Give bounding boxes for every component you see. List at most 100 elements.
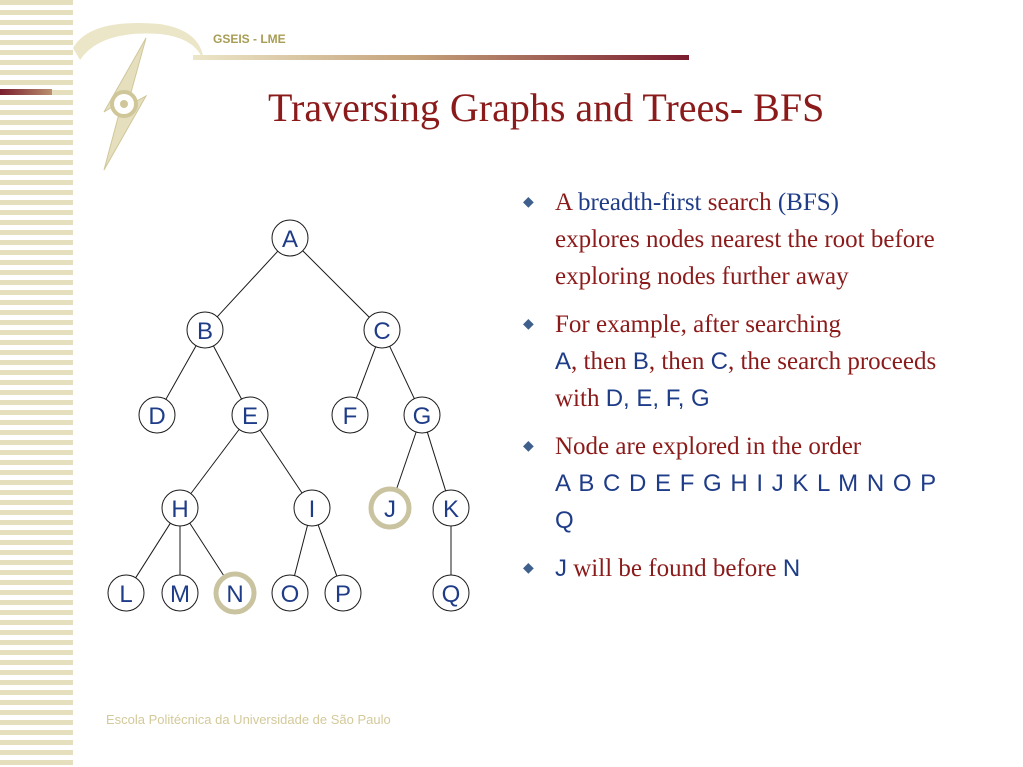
text-part: breadth-first <box>577 189 702 216</box>
diamond-bullet-icon: ◆ <box>523 195 534 210</box>
tree-edge-A-B <box>216 250 279 318</box>
text-part: Node are explored in the order <box>555 433 862 460</box>
tree-node-label: P <box>335 581 351 608</box>
tree-node-H: H <box>161 489 199 527</box>
tree-edge-B-E <box>212 345 243 400</box>
tree-node-label: Q <box>442 581 461 608</box>
tree-node-circle <box>293 489 331 527</box>
tree-node-label: E <box>242 403 258 430</box>
tree-node-label: M <box>170 581 190 608</box>
node-ref: C <box>710 348 728 375</box>
diamond-bullet-icon: ◆ <box>523 561 534 576</box>
tree-node-A: A <box>271 219 309 257</box>
bullet-list: ◆ A breadth-first search (BFS) explores n… <box>520 184 950 598</box>
tree-node-circle <box>186 311 224 349</box>
header-decoration <box>0 23 689 171</box>
tree-node-C: C <box>363 311 401 349</box>
tree-node-F: F <box>331 396 369 434</box>
tree-node-Q: Q <box>432 574 470 612</box>
tree-node-label: J <box>384 496 396 523</box>
text-part: search <box>701 189 778 216</box>
tree-node-circle <box>213 571 257 615</box>
tree-node-circle <box>161 489 199 527</box>
tree-edge-G-J <box>395 431 417 492</box>
text-part: will be found before <box>567 555 783 582</box>
tree-node-circle <box>363 311 401 349</box>
tree-node-I: I <box>293 489 331 527</box>
tree-edge-H-N <box>189 522 226 579</box>
tree-edge-A-C <box>302 250 370 318</box>
node-ref: B <box>632 348 649 375</box>
tree-node-label: D <box>148 403 165 430</box>
tree-node-circle <box>331 396 369 434</box>
tree-edge-I-O <box>294 525 308 576</box>
tree-node-label: C <box>373 318 390 345</box>
tree-node-L: L <box>107 574 145 612</box>
tree-edge-I-P <box>317 524 338 577</box>
tree-node-circle <box>403 396 441 434</box>
tree-node-circle <box>161 574 199 612</box>
node-ref: A <box>555 348 572 375</box>
tree-node-label: I <box>309 496 316 523</box>
node-ref: N <box>782 555 801 582</box>
node-order: A B C D E F G H I J K L M N O P Q <box>555 470 937 534</box>
tree-node-circle <box>271 574 309 612</box>
tree-node-label: N <box>226 581 243 608</box>
tree-edge-H-L <box>135 522 171 579</box>
left-bar <box>0 89 52 95</box>
tree-node-B: B <box>186 311 224 349</box>
tree-edge-E-I <box>259 429 303 494</box>
tree-edge-B-D <box>165 345 197 400</box>
tree-node-label: K <box>443 496 459 523</box>
text-part: , then <box>571 348 633 375</box>
tree-node-label: L <box>119 581 132 608</box>
header-label: GSEIS - LME <box>213 32 286 46</box>
tree-edge-G-K <box>426 432 447 491</box>
bfs-tree-diagram: A B C D E F G H I J K L M N O P Q <box>107 219 470 615</box>
tree-node-E: E <box>231 396 269 434</box>
tree-node-circle <box>107 574 145 612</box>
node-ref: J <box>555 555 567 582</box>
slide-title: Traversing Graphs and Trees- BFS <box>268 85 825 130</box>
tree-edge-C-F <box>355 346 377 399</box>
decorative-stripes <box>0 0 73 767</box>
tree-node-P: P <box>324 574 362 612</box>
text-part: explores nodes nearest the root before e… <box>555 226 935 290</box>
bullet-item: ◆ J will be found before N <box>520 550 950 587</box>
tree-node-circle <box>138 396 176 434</box>
bullet-item: ◆ Node are explored in the order A B C D … <box>520 428 950 539</box>
tree-node-label: G <box>413 403 432 430</box>
tree-node-D: D <box>138 396 176 434</box>
tree-node-circle <box>271 219 309 257</box>
tree-node-circle <box>368 486 412 530</box>
tree-node-label: O <box>281 581 300 608</box>
tree-node-circle <box>324 574 362 612</box>
tree-node-label: F <box>343 403 358 430</box>
tree-edge-E-H <box>190 429 240 494</box>
tree-node-N: N <box>213 571 257 615</box>
text-part: , then <box>648 348 711 375</box>
text-part: (BFS) <box>777 189 839 216</box>
node-ref: D, E, F, G <box>605 385 710 412</box>
tree-edge-C-G <box>389 346 415 399</box>
tree-node-circle <box>432 489 470 527</box>
diamond-bullet-icon: ◆ <box>523 317 534 332</box>
compass-icon <box>103 37 148 171</box>
text-part: A <box>555 189 578 216</box>
tree-node-K: K <box>432 489 470 527</box>
text-part: For example, after searching <box>555 311 841 338</box>
tree-node-M: M <box>161 574 199 612</box>
diamond-bullet-icon: ◆ <box>523 439 534 454</box>
text-part: , the search proceeds with <box>555 348 937 412</box>
tree-node-G: G <box>403 396 441 434</box>
tree-node-circle <box>231 396 269 434</box>
tree-node-O: O <box>271 574 309 612</box>
bullet-item: ◆ A breadth-first search (BFS) explores n… <box>520 184 950 295</box>
tree-node-label: B <box>197 318 213 345</box>
tree-node-circle <box>432 574 470 612</box>
tree-node-label: A <box>282 226 298 253</box>
tree-node-label: H <box>171 496 188 523</box>
tree-node-J: J <box>368 486 412 530</box>
footer-text: Escola Politécnica da Universidade de Sã… <box>106 712 391 727</box>
